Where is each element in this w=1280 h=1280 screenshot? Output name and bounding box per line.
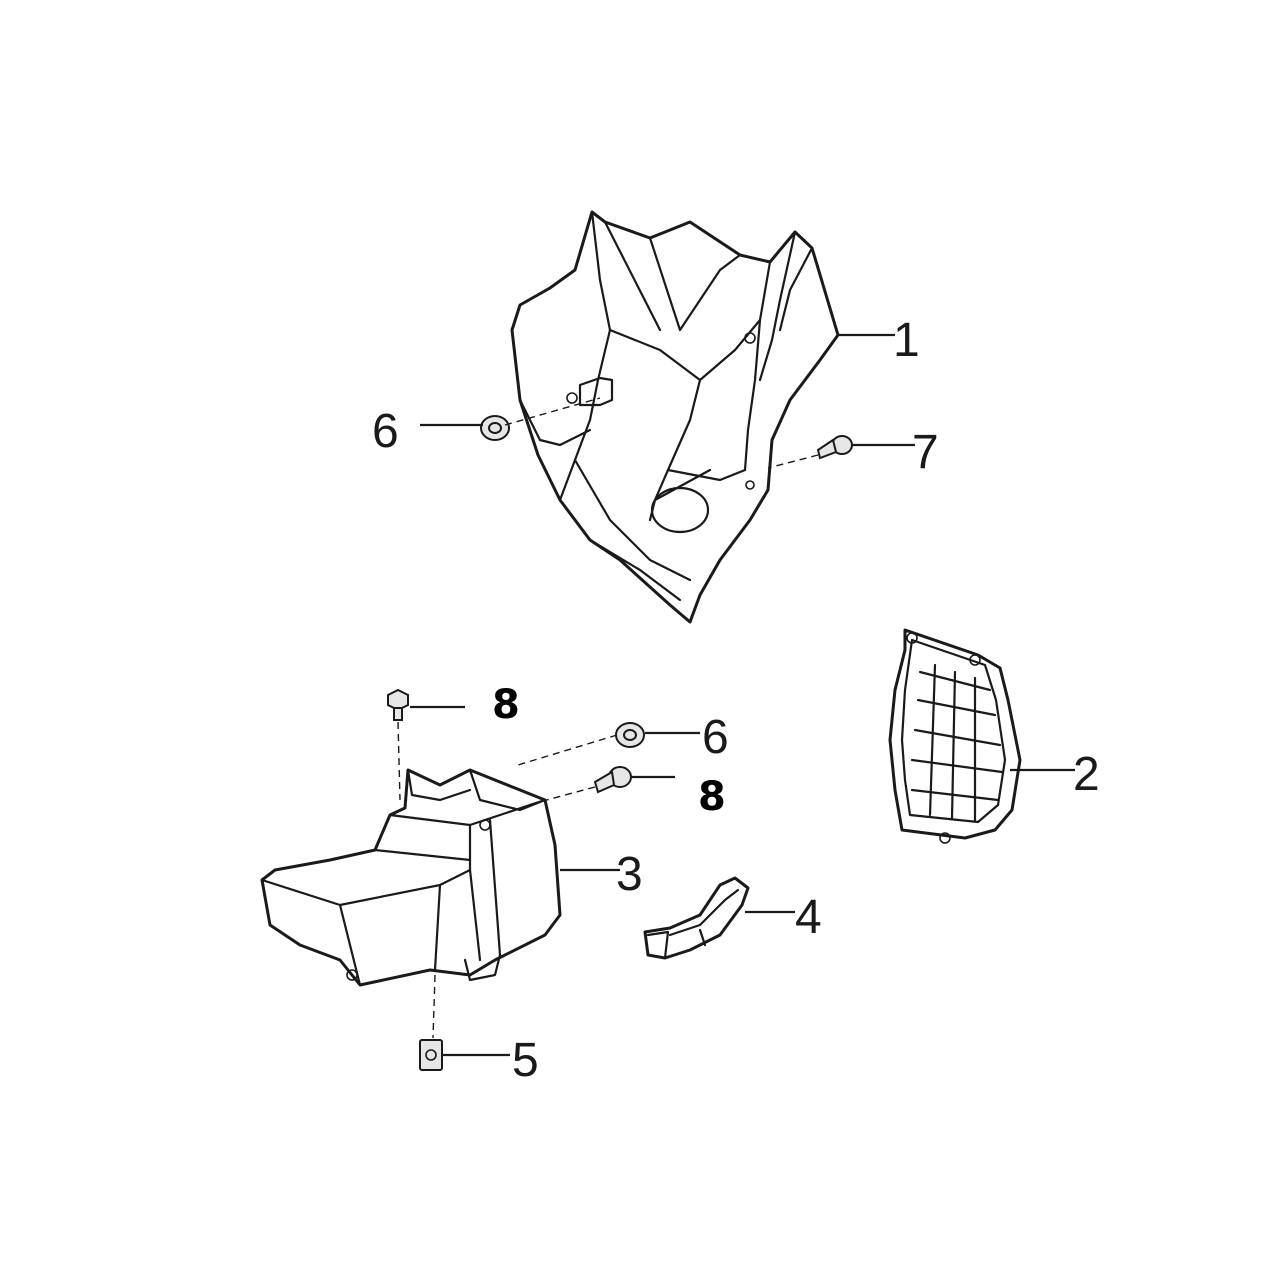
part-8-bolt-lower xyxy=(593,766,632,794)
callout-6-upper: 6 xyxy=(372,405,399,458)
part-7-screw xyxy=(816,435,853,460)
part-2-grille-panel xyxy=(888,628,1022,844)
part-8-bolt-upper xyxy=(387,688,409,721)
callout-4: 4 xyxy=(795,891,822,944)
callout-3: 3 xyxy=(616,848,643,901)
callout-5: 5 xyxy=(512,1034,539,1087)
part-3-box-housing xyxy=(260,768,562,987)
part-6-grommet-lower xyxy=(615,722,645,748)
part-5-clip-nut xyxy=(419,1039,443,1071)
callout-2: 2 xyxy=(1073,748,1100,801)
callout-8-upper: 8 xyxy=(492,682,520,728)
part-4-latch-hook xyxy=(643,876,750,960)
leader-lines xyxy=(397,333,1075,1057)
callout-7: 7 xyxy=(912,426,939,479)
callout-6-lower: 6 xyxy=(702,711,729,764)
callout-8-lower: 8 xyxy=(698,774,726,820)
callout-labels: 1 2 3 4 5 6 6 7 8 8 xyxy=(372,314,1100,1087)
part-6-grommet-upper xyxy=(480,415,510,441)
callout-1: 1 xyxy=(893,314,920,367)
part-1-cover-panel xyxy=(510,210,840,624)
